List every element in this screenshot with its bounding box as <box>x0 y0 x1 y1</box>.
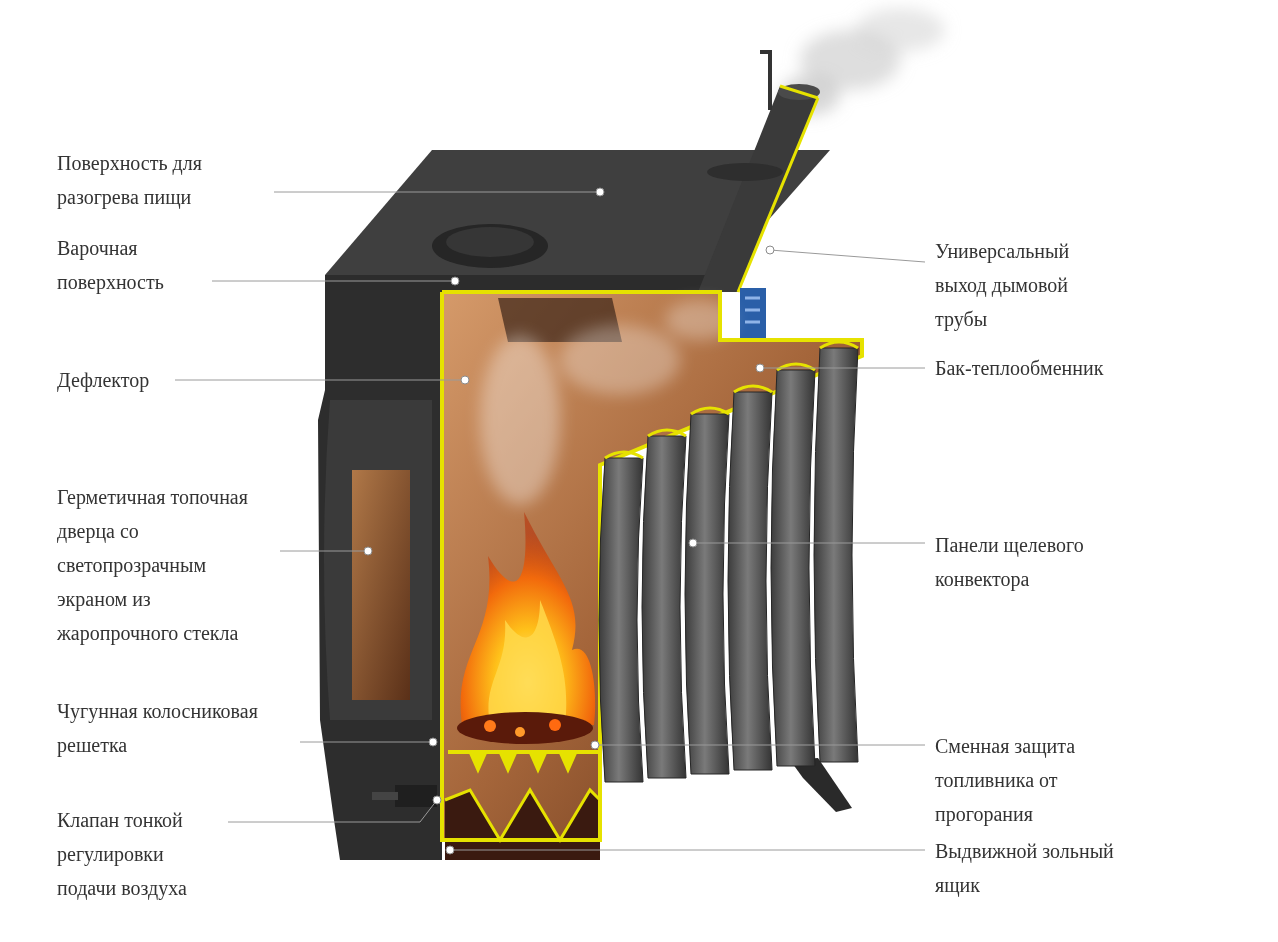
callout-label: Бак-теплообменник <box>935 351 1235 385</box>
leader-lines <box>175 192 925 850</box>
leader-dot <box>364 547 372 555</box>
ember <box>549 719 561 731</box>
callout-label: Универсальный выход дымовой трубы <box>935 234 1105 336</box>
leader-line <box>274 192 600 193</box>
leader-line <box>228 800 437 822</box>
smoke-puff <box>560 325 680 395</box>
leader-dot <box>461 376 469 384</box>
leader-dot <box>433 796 441 804</box>
leader-dot <box>591 741 599 749</box>
callout-label: Дефлектор <box>57 363 167 397</box>
chimney-pipe <box>698 86 818 292</box>
leader-dot <box>766 246 774 254</box>
leader-line <box>595 745 925 746</box>
damper-handle <box>760 52 770 110</box>
convector-panels <box>599 342 858 782</box>
leader-line <box>175 380 465 381</box>
door <box>324 400 432 720</box>
front-face <box>318 290 442 860</box>
top-plate-edge <box>325 275 720 290</box>
leader-line <box>450 850 925 851</box>
flame <box>461 512 596 725</box>
callout-label: Клапан тонкой регулировки подачи воздуха <box>57 803 217 905</box>
leader-line <box>693 543 925 544</box>
callout-label: Поверхность для разогрева пищи <box>57 146 267 214</box>
callout-label: Чугунная колосниковая решетка <box>57 694 287 762</box>
leader-dot <box>429 738 437 746</box>
convector-panel <box>814 348 858 762</box>
cooking-ring <box>432 224 548 268</box>
air-valve-slider <box>372 792 398 800</box>
leader-dot <box>451 277 459 285</box>
leader-dot <box>756 364 764 372</box>
grate-bars <box>470 752 576 770</box>
leader-line <box>280 551 368 552</box>
convector-panel <box>771 370 815 766</box>
leader-dot <box>596 188 604 196</box>
flame-core <box>488 600 566 725</box>
leader-line <box>760 368 925 369</box>
air-valve <box>395 785 437 807</box>
callout-label: Выдвижной зольный ящик <box>935 834 1135 902</box>
convector-panel <box>685 414 729 774</box>
leader-line <box>212 281 455 282</box>
cut-outline <box>442 292 862 840</box>
convector-panel <box>642 436 686 778</box>
coals <box>457 712 593 744</box>
leader-line <box>770 250 925 262</box>
callout-label: Варочная поверхность <box>57 231 207 299</box>
smoke-puff <box>855 8 945 52</box>
callout-label: Герметичная топочная дверца со светопроз… <box>57 480 272 650</box>
door-glass <box>352 470 410 700</box>
firebox-interior <box>442 292 862 840</box>
smoke-puff <box>665 300 735 340</box>
ember <box>484 720 496 732</box>
heat-exchanger-tank <box>740 288 766 338</box>
tank-pattern <box>745 298 760 322</box>
smoke-puff <box>480 335 560 505</box>
chimney-flange <box>707 163 783 181</box>
leader-dot <box>446 846 454 854</box>
callout-label: Сменная защита топливника от прогорания <box>935 729 1135 831</box>
convector-panel <box>599 458 643 782</box>
leader-line <box>300 742 433 743</box>
leader-dots <box>364 188 774 854</box>
panel-cut-outline <box>605 342 858 458</box>
ash-box-outline <box>445 790 600 840</box>
leader-dot <box>689 539 697 547</box>
convector-panel <box>728 392 772 770</box>
ember <box>515 727 525 737</box>
cooking-lid <box>446 227 534 257</box>
callout-label: Панели щелевого конвектора <box>935 528 1135 596</box>
cut-outline <box>738 86 818 292</box>
